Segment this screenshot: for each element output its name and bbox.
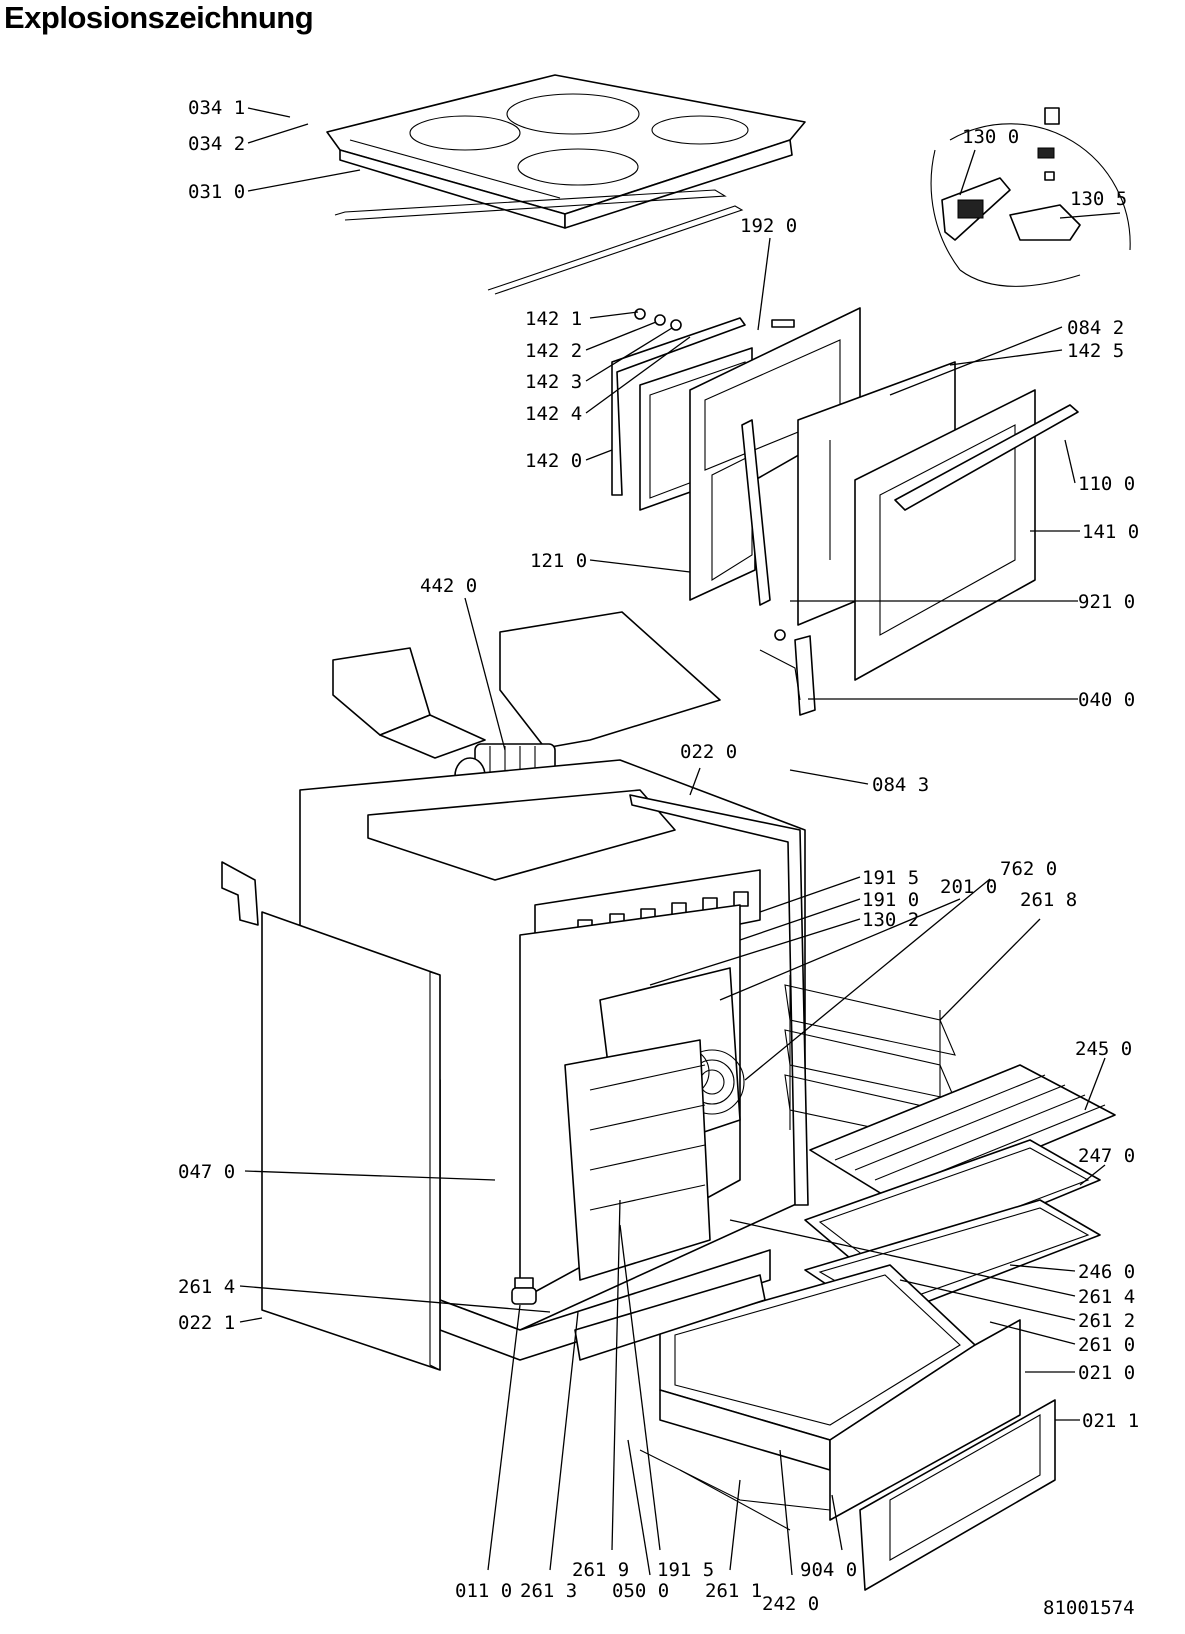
label-191-5-top: 191 5 <box>862 867 919 889</box>
label-141-0: 141 0 <box>1082 521 1139 543</box>
label-192-0: 192 0 <box>740 215 797 237</box>
detail-circle-130 <box>930 107 1131 287</box>
label-201-0: 201 0 <box>940 876 997 898</box>
leader-lines <box>239 107 1121 1576</box>
label-261-8: 261 8 <box>1020 889 1077 911</box>
cooktop-031-0 <box>326 74 806 295</box>
label-142-3: 142 3 <box>525 371 582 393</box>
label-110-0: 110 0 <box>1078 473 1135 495</box>
label-142-2: 142 2 <box>525 340 582 362</box>
label-191-5-bottom: 191 5 <box>657 1559 714 1581</box>
label-261-3: 261 3 <box>520 1580 577 1602</box>
label-130-0: 130 0 <box>962 126 1019 148</box>
label-034-1: 034 1 <box>188 97 245 119</box>
label-921-0: 921 0 <box>1078 591 1135 613</box>
label-245-0: 245 0 <box>1075 1038 1132 1060</box>
label-040-0: 040 0 <box>1078 689 1135 711</box>
label-142-0: 142 0 <box>525 450 582 472</box>
top-covers <box>332 611 721 795</box>
label-034-2: 034 2 <box>188 133 245 155</box>
label-084-3: 084 3 <box>872 774 929 796</box>
label-904-0: 904 0 <box>800 1559 857 1581</box>
oven-body <box>299 759 809 1361</box>
label-130-2: 130 2 <box>862 909 919 931</box>
drawer <box>574 1264 1056 1591</box>
label-247-0: 247 0 <box>1078 1145 1135 1167</box>
label-142-5: 142 5 <box>1067 340 1124 362</box>
label-261-2: 261 2 <box>1078 1310 1135 1332</box>
adjustable-foot-011-0 <box>511 1277 537 1305</box>
label-022-0: 022 0 <box>680 741 737 763</box>
side-panel-022-1 <box>221 861 441 1371</box>
label-121-0: 121 0 <box>530 550 587 572</box>
label-261-4-right: 261 4 <box>1078 1286 1135 1308</box>
label-242-0: 242 0 <box>762 1593 819 1615</box>
label-246-0: 246 0 <box>1078 1261 1135 1283</box>
label-442-0: 442 0 <box>420 575 477 597</box>
label-022-1: 022 1 <box>178 1312 235 1334</box>
label-084-2: 084 2 <box>1067 317 1124 339</box>
label-142-4: 142 4 <box>525 403 582 425</box>
label-191-0: 191 0 <box>862 889 919 911</box>
page-title: Explosionszeichnung <box>4 0 314 35</box>
door-assembly <box>611 307 1079 716</box>
label-021-1: 021 1 <box>1082 1410 1139 1432</box>
label-142-1: 142 1 <box>525 308 582 330</box>
label-261-0: 261 0 <box>1078 1334 1135 1356</box>
label-031-0: 031 0 <box>188 181 245 203</box>
label-050-0: 050 0 <box>612 1580 669 1602</box>
label-261-1: 261 1 <box>705 1580 762 1602</box>
label-762-0: 762 0 <box>1000 858 1057 880</box>
label-021-0: 021 0 <box>1078 1362 1135 1384</box>
label-261-4-left: 261 4 <box>178 1276 235 1298</box>
part-labels: 034 1 034 2 031 0 130 0 130 5 192 0 142 … <box>178 97 1139 1619</box>
label-261-9: 261 9 <box>572 1559 629 1581</box>
label-047-0: 047 0 <box>178 1161 235 1183</box>
label-011-0: 011 0 <box>455 1580 512 1602</box>
label-130-5: 130 5 <box>1070 188 1127 210</box>
drawing-number: 81001574 <box>1043 1597 1135 1619</box>
